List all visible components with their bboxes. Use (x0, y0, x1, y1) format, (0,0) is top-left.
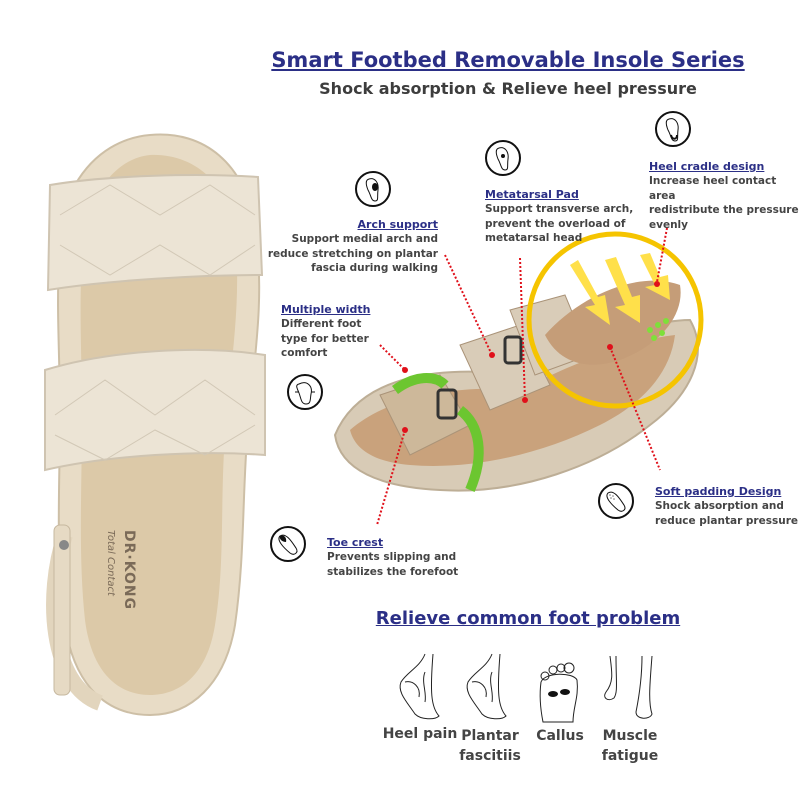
feature-desc: Support medial arch and (291, 233, 438, 245)
feature-desc: stabilizes the forefoot (327, 565, 459, 578)
brand-logo: DR·KONG (121, 530, 137, 610)
foot-width-icon (287, 374, 323, 410)
muscle-fatigue-icon (604, 655, 653, 719)
feature-soft-padding: Soft padding Design Shock absorption and… (655, 485, 800, 528)
page-title: Smart Footbed Removable Insole Series (271, 48, 745, 72)
problem-label: Muscle (602, 728, 658, 744)
problem-plantar-fasciitis: Plantar fascitiis (450, 726, 530, 766)
problems-heading: Relieve common foot problem (375, 608, 681, 629)
front-strap (46, 174, 264, 292)
feature-title: Arch support (357, 218, 439, 231)
feature-heel-cradle: Heel cradle design Increase heel contact… (649, 160, 799, 232)
feature-desc: Different foot (281, 318, 362, 330)
sandal-top-view-image: DR·KONG Total Contact (44, 133, 266, 717)
insole-padding-icon (598, 483, 634, 519)
feature-desc: Shock absorption and (655, 500, 784, 512)
feature-desc: type for better (281, 332, 369, 345)
feature-title: Toe crest (327, 536, 384, 549)
problem-label: Heel pain (382, 726, 458, 742)
plantar-fasciitis-icon (466, 653, 507, 720)
problem-label: Callus (536, 728, 584, 744)
feature-title: Soft padding Design (655, 485, 782, 498)
feature-desc: fascia during walking (311, 262, 438, 274)
heel-cradle-icon (655, 111, 691, 147)
feature-desc: Support transverse arch, (485, 203, 634, 215)
feature-desc: reduce plantar pressure (655, 514, 798, 527)
problem-label: fatigue (601, 748, 659, 764)
feature-arch-support: Arch support Support medial arch and red… (250, 218, 438, 276)
brand-tagline: Total Contact (105, 530, 116, 597)
feature-metatarsal-pad: Metatarsal Pad Support transverse arch, … (485, 188, 655, 246)
problem-heel-pain: Heel pain (380, 724, 460, 744)
feature-desc: evenly (649, 218, 689, 231)
feature-title: Heel cradle design (649, 160, 765, 173)
feature-title: Metatarsal Pad (485, 188, 579, 201)
problem-label: Plantar (461, 728, 519, 744)
page-subtitle: Shock absorption & Relieve heel pressure (319, 79, 697, 98)
toe-crest-icon (270, 526, 306, 562)
insole-highlight-ring (526, 231, 704, 409)
feature-toe-crest: Toe crest Prevents slipping and stabiliz… (327, 536, 477, 579)
heel-pain-icon (399, 653, 440, 720)
feature-desc: comfort (281, 347, 328, 359)
feature-desc: redistribute the pressure (649, 204, 799, 216)
feature-title: Multiple width (281, 303, 371, 316)
callus-icon (539, 662, 578, 723)
feature-desc: Prevents slipping and (327, 551, 457, 563)
feature-desc: prevent the overload of (485, 217, 626, 230)
feature-desc: reduce stretching on plantar (267, 247, 438, 260)
feature-desc: metatarsal head (485, 232, 583, 244)
problem-muscle-fatigue: Muscle fatigue (590, 726, 670, 766)
feature-multiple-width: Multiple width Different foot type for b… (281, 303, 381, 361)
back-strap (44, 349, 266, 472)
foot-metatarsal-icon (485, 140, 521, 176)
foot-arch-icon (355, 171, 391, 207)
feature-desc: Increase heel contact area (649, 175, 777, 202)
problem-label: fascitiis (459, 748, 521, 764)
problem-callus: Callus (520, 726, 600, 746)
